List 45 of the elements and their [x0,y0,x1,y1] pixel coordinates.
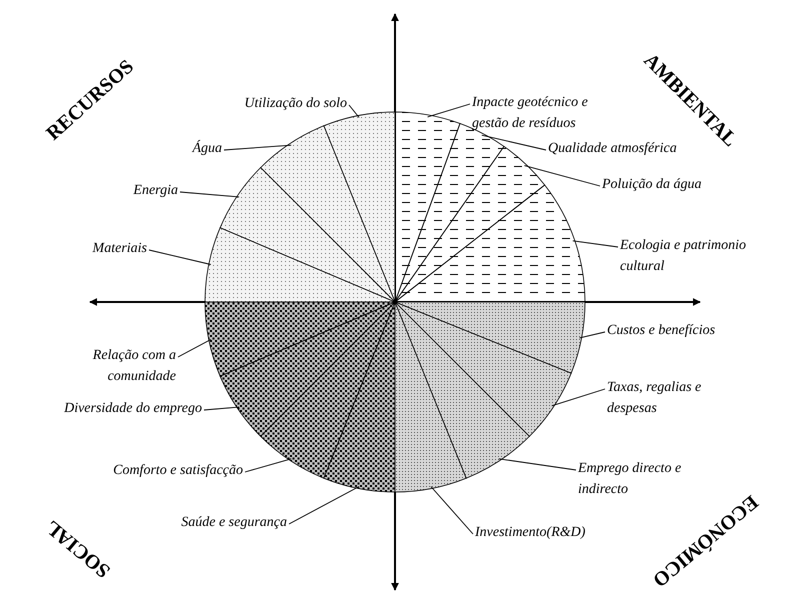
leader-line [572,240,618,248]
pie-sector [204,302,396,377]
leader-line [551,388,606,406]
leader-line [427,104,470,118]
leader-line [180,192,240,198]
leader-line [498,458,576,470]
leader-line [579,332,606,338]
category-label: Custos e benefícios [607,320,716,341]
pie-sector [394,146,546,302]
leader-line [348,104,360,118]
category-label: Utilização do solo [244,93,347,114]
category-label: Poluição da água [602,174,702,195]
pie-sector [204,227,396,302]
category-label: Água [192,138,222,159]
category-label: Inpacte geotécnico e gestão de resíduos [472,92,617,134]
pie-sector [220,167,396,302]
pie-sector [260,125,396,302]
category-label: Comforto e satisfacção [113,460,243,481]
leader-line [430,486,474,534]
category-label: Diversidade do emprego [64,398,202,419]
leader-line [288,486,360,524]
leader-line [204,406,240,410]
category-label: Materiais [92,238,147,259]
pie-sector [323,302,396,492]
pie-sector [394,302,586,374]
leader-line [524,165,600,186]
category-label: Relação com a comunidade [66,345,176,387]
pie-sector [394,302,530,479]
category-label: Saúde e segurança [181,512,287,533]
category-label: Energia [133,180,178,201]
pie-sector [260,302,396,479]
category-label: Taxas, regalias e despesas [607,377,732,419]
leader-line [244,458,292,472]
leader-line [224,144,292,150]
pie-sector [394,184,586,302]
pie-sector [394,112,460,302]
leader-line [148,250,212,265]
pie-sector [220,302,396,437]
leader-line [481,134,546,150]
category-label: Investimento(R&D) [475,522,586,543]
category-label: Emprego directo e indirecto [578,458,708,500]
category-label: Ecologia e patrimonio cultural [620,235,780,277]
leader-line [178,339,212,358]
pie-sector [394,302,572,437]
pie-sector [394,302,467,492]
